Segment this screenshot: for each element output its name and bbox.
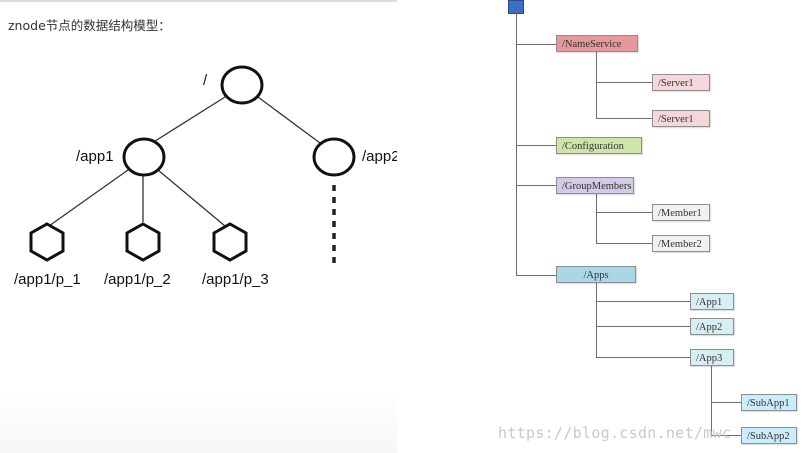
node-server1-b: /Server1 bbox=[652, 110, 710, 127]
node-groupmembers: /GroupMembers bbox=[556, 177, 634, 194]
connector-app1 bbox=[596, 301, 690, 302]
znode-tree: / /app1 /app2 /app1/p_1 /app1/p_2 /app1/… bbox=[14, 65, 397, 288]
node-subapp1: /SubApp1 bbox=[741, 394, 797, 411]
connector-subapp1 bbox=[711, 402, 741, 403]
edge-app1-p1 bbox=[48, 169, 129, 227]
groupmembers-trunk bbox=[596, 193, 597, 243]
app2-label: /app2 bbox=[362, 148, 397, 165]
source-watermark: https://blog.csdn.net/mwc bbox=[498, 424, 732, 442]
znode-model-panel: znode节点的数据结构模型： / /app1 /app2 /app1/p_1 … bbox=[0, 0, 397, 453]
connector-apps bbox=[516, 275, 556, 276]
node-member1: /Member1 bbox=[652, 204, 710, 221]
edge-root-app1 bbox=[151, 96, 226, 144]
app1-node bbox=[122, 137, 166, 177]
node-app2: /App2 bbox=[690, 318, 734, 335]
connector-server1-b bbox=[596, 118, 652, 119]
connector-groupmembers bbox=[516, 185, 556, 186]
node-server1-a: /Server1 bbox=[652, 74, 710, 91]
nameservice-trunk bbox=[596, 52, 597, 118]
root-label: / bbox=[203, 72, 208, 89]
node-app1: /App1 bbox=[690, 293, 734, 310]
node-nameservice: /NameService bbox=[556, 35, 638, 52]
apps-trunk bbox=[596, 283, 597, 358]
p3-label: /app1/p_3 bbox=[202, 271, 269, 288]
node-subapp2: /SubApp2 bbox=[741, 427, 797, 444]
diagram-caption: znode节点的数据结构模型： bbox=[8, 18, 171, 33]
connector-configuration bbox=[516, 145, 556, 146]
p1-node bbox=[29, 222, 65, 262]
edge-root-app2 bbox=[257, 96, 321, 144]
namespace-panel: /NameService /Server1 /Server1 /Configur… bbox=[430, 0, 803, 453]
node-configuration: /Configuration bbox=[556, 137, 642, 154]
connector-app2 bbox=[596, 326, 690, 327]
connector-server1-a bbox=[596, 82, 652, 83]
p1-label: /app1/p_1 bbox=[14, 271, 81, 288]
connector-subapp2 bbox=[711, 435, 741, 436]
top-divider bbox=[0, 0, 397, 2]
app1-label: /app1 bbox=[76, 148, 114, 165]
connector-app3 bbox=[596, 357, 690, 358]
p2-label: /app1/p_2 bbox=[104, 271, 171, 288]
connector-nameservice bbox=[516, 44, 556, 45]
p2-node bbox=[125, 222, 161, 262]
node-apps: /Apps bbox=[556, 266, 636, 283]
app3-trunk bbox=[711, 365, 712, 435]
app2-node bbox=[312, 137, 356, 177]
connector-member1 bbox=[596, 212, 652, 213]
root-node bbox=[220, 65, 264, 105]
node-app3: /App3 bbox=[690, 349, 734, 366]
node-member2: /Member2 bbox=[652, 235, 710, 252]
connector-member2 bbox=[596, 243, 652, 244]
trunk-line bbox=[516, 12, 517, 275]
panel-bottom bbox=[0, 388, 397, 453]
p3-node bbox=[212, 222, 248, 262]
edge-app1-p3 bbox=[157, 169, 226, 227]
